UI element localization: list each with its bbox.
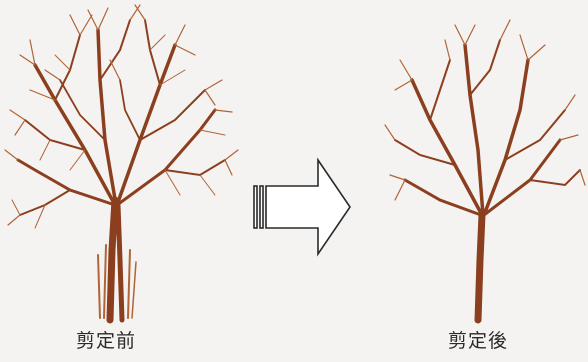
caption-after-pruning: 剪定後 — [448, 330, 509, 352]
right-arrow-icon — [253, 157, 351, 257]
caption-before-pruning: 剪定前 — [76, 330, 137, 352]
tree-after-pruning — [384, 19, 586, 324]
tree-before-pruning — [4, 4, 239, 324]
